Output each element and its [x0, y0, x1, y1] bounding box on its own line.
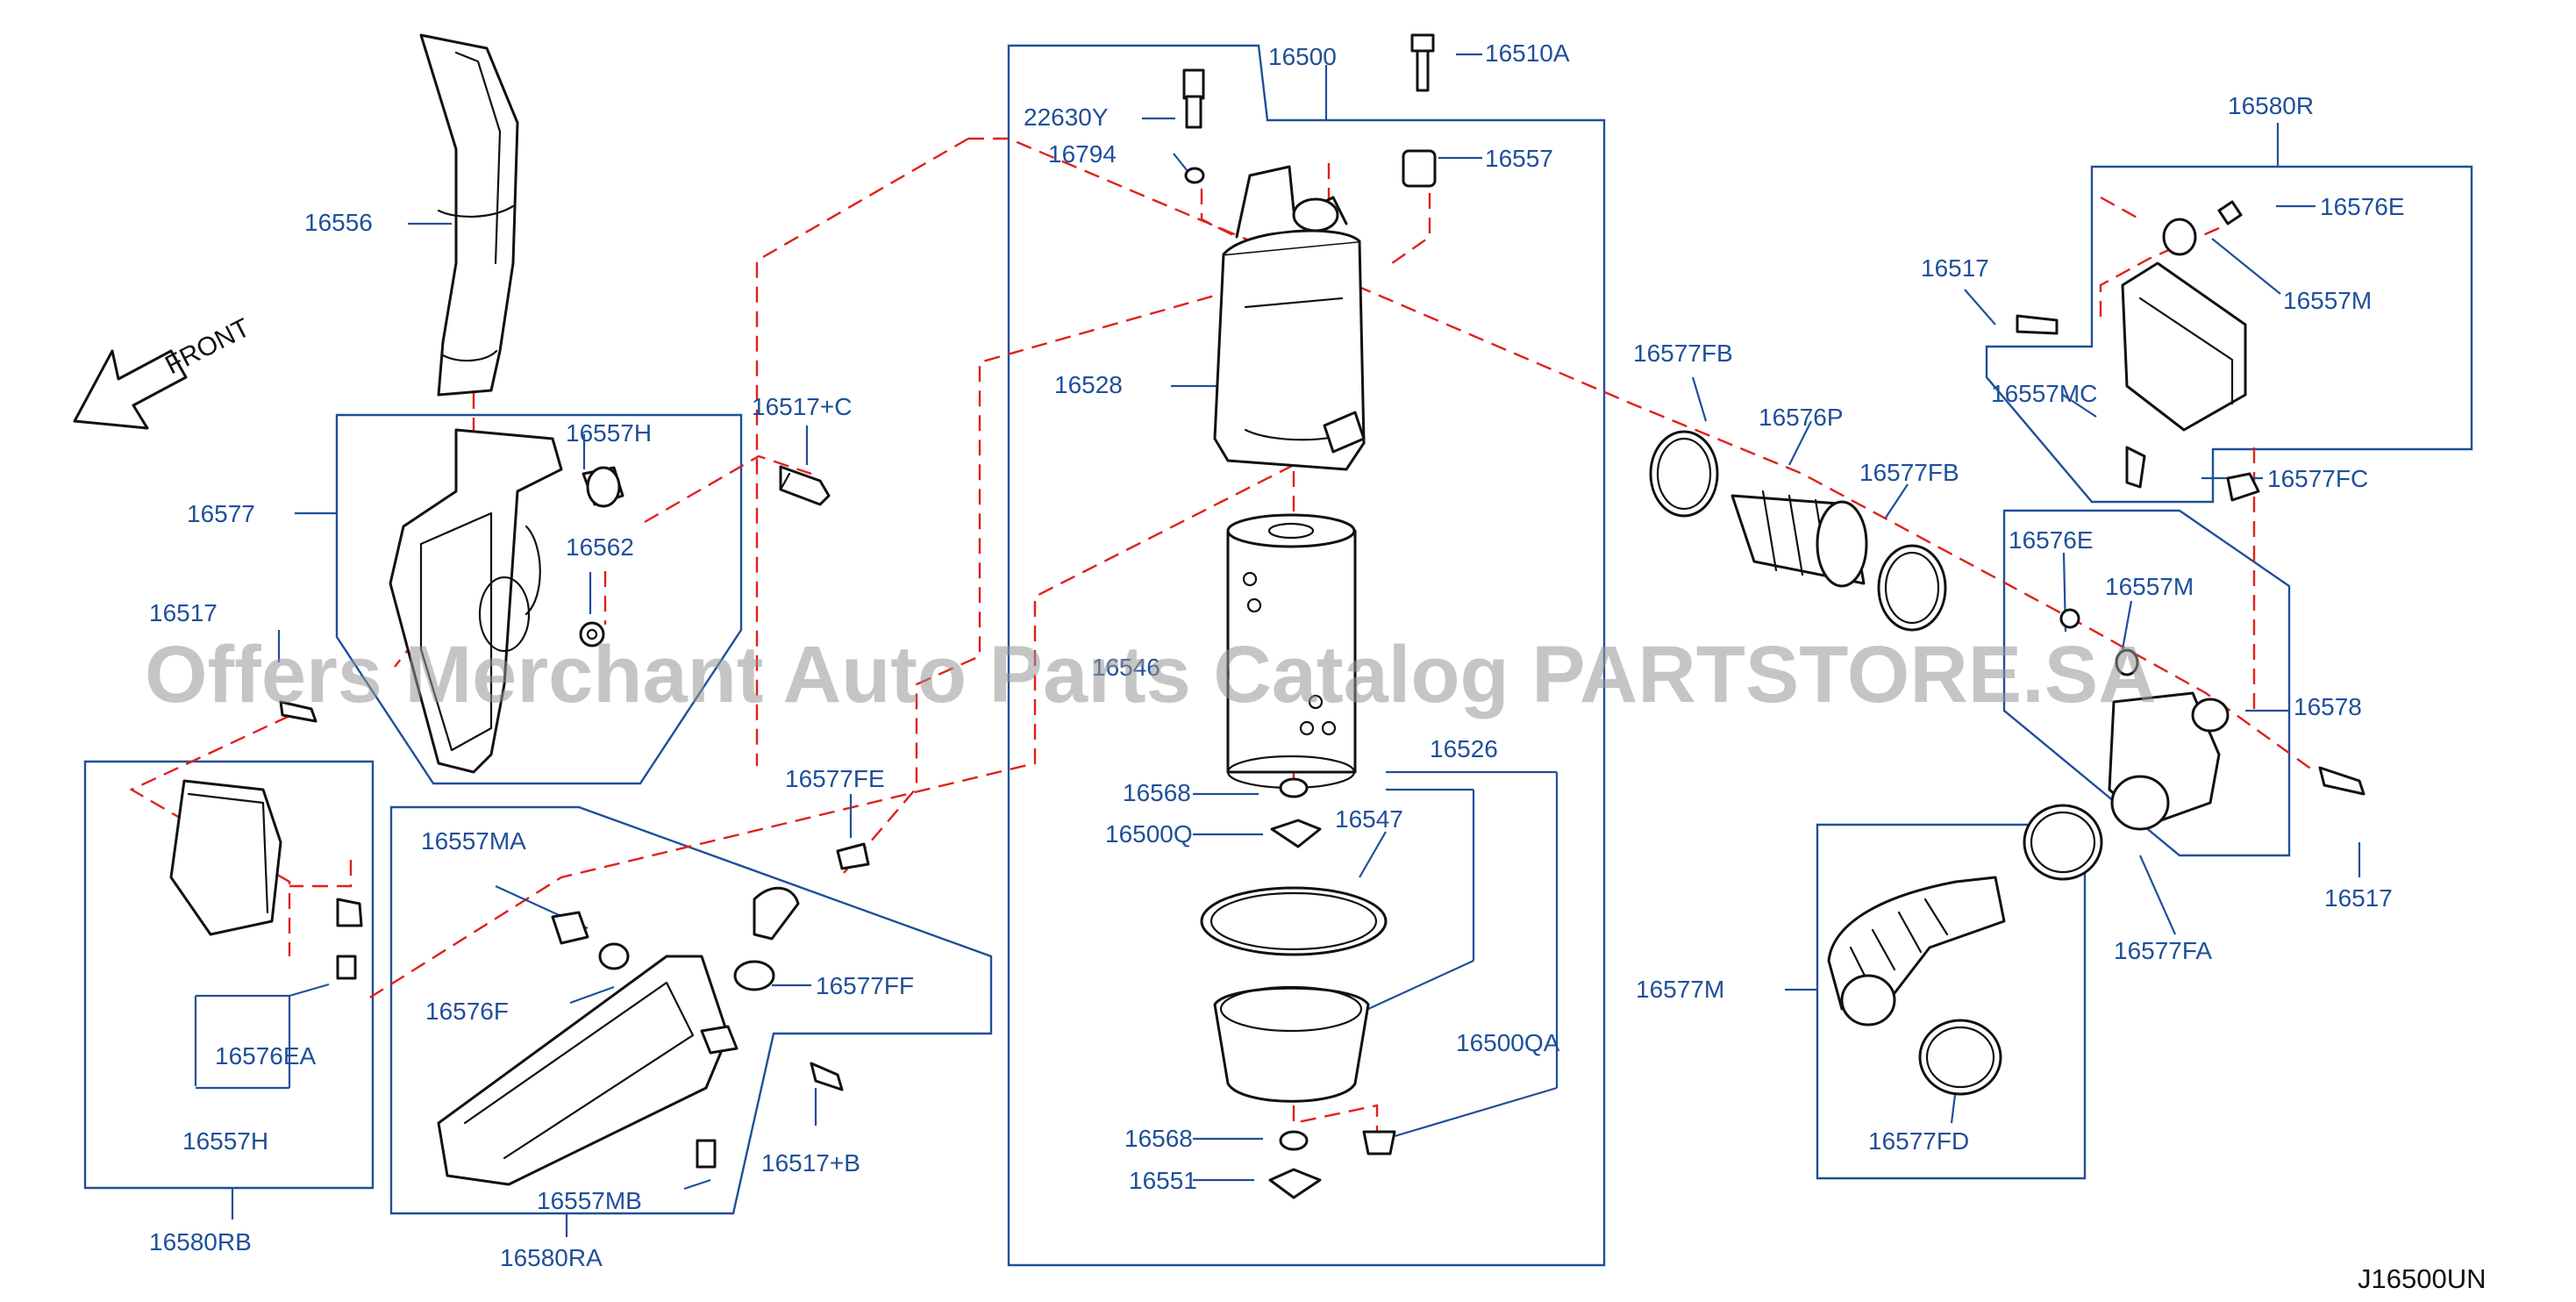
part-label[interactable]: 16557MB [537, 1187, 642, 1214]
part-label[interactable]: 16557H [182, 1127, 268, 1155]
part-label[interactable]: 16794 [1048, 140, 1117, 168]
watermark: Offers Merchant Auto Parts Catalog PARTS… [145, 630, 2157, 719]
part-label[interactable]: 16551 [1129, 1167, 1197, 1194]
part-label[interactable]: 16576F [425, 998, 509, 1025]
part-label[interactable]: 16580RB [149, 1228, 252, 1256]
part-label[interactable]: 16517+C [752, 393, 852, 420]
frame-16580r [1985, 165, 2473, 504]
part-label[interactable]: 16556 [304, 209, 373, 236]
part-label[interactable]: 16568 [1124, 1125, 1193, 1152]
part-label[interactable]: 16510A [1485, 39, 1570, 67]
part-label[interactable]: 22630Y [1024, 104, 1109, 131]
part-label[interactable]: 16517 [2324, 884, 2393, 912]
part-label[interactable]: 16526 [1430, 735, 1498, 762]
part-label[interactable]: 16557H [566, 419, 652, 447]
front-arrow: FRONT [73, 313, 254, 430]
part-label[interactable]: 16577FA [2114, 937, 2212, 964]
part-drawings [169, 33, 2365, 1199]
part-label[interactable]: 16577FB [1859, 459, 1959, 486]
frame-16580rb [83, 760, 375, 1190]
part-label[interactable]: 16577FD [1868, 1127, 1969, 1155]
part-label[interactable]: 16580RA [500, 1244, 603, 1271]
part-label[interactable]: 16577FE [785, 765, 885, 792]
part-label[interactable]: 16517 [1921, 254, 1989, 282]
part-label[interactable]: 16577FC [2267, 465, 2368, 492]
part-label[interactable]: 16500 [1268, 43, 1337, 70]
frame-16577m [1816, 823, 2087, 1180]
part-label[interactable]: 16580R [2228, 92, 2314, 119]
part-label[interactable]: 16576P [1759, 404, 1844, 431]
part-label[interactable]: 16517+B [761, 1149, 860, 1177]
group-frames [83, 44, 2473, 1267]
part-label[interactable]: 16557MA [421, 827, 526, 855]
part-label[interactable]: 16557M [2283, 287, 2372, 314]
frame-16500 [1007, 44, 1606, 1267]
frame-16578 [2002, 509, 2291, 857]
part-label[interactable]: 16577FB [1633, 340, 1733, 367]
part-label[interactable]: 16517 [149, 599, 218, 626]
part-label[interactable]: 16557M [2105, 573, 2194, 600]
part-label[interactable]: 16577FF [816, 972, 914, 999]
front-label: FRONT [161, 313, 254, 380]
frame-16577 [335, 413, 743, 785]
part-label[interactable]: 16576E [2009, 526, 2094, 554]
front-arrow-icon [73, 349, 188, 430]
part-label[interactable]: 16577 [187, 500, 255, 527]
part-label[interactable]: 16500QA [1456, 1029, 1560, 1056]
part-label[interactable]: 16578 [2294, 693, 2362, 720]
part-label[interactable]: 16546 [1092, 654, 1160, 681]
part-label[interactable]: 16568 [1123, 779, 1191, 806]
part-label[interactable]: 16576EA [215, 1042, 317, 1070]
part-label[interactable]: 16562 [566, 533, 634, 561]
part-label[interactable]: 16557 [1485, 145, 1553, 172]
reference-code: J16500UN [2358, 1263, 2486, 1294]
part-label[interactable]: 16528 [1054, 371, 1123, 398]
leader-lines [194, 53, 2361, 1237]
part-label[interactable]: 16500Q [1105, 820, 1193, 848]
part-label[interactable]: 16577M [1636, 976, 1724, 1003]
frame-16580ra [389, 805, 993, 1215]
part-label[interactable]: 16557MC [1991, 380, 2097, 407]
part-labels: 16500 16510A 22630Y 16794 16557 16528 16… [149, 39, 2405, 1271]
part-label[interactable]: 16576E [2320, 193, 2405, 220]
part-label[interactable]: 16547 [1335, 805, 1403, 833]
